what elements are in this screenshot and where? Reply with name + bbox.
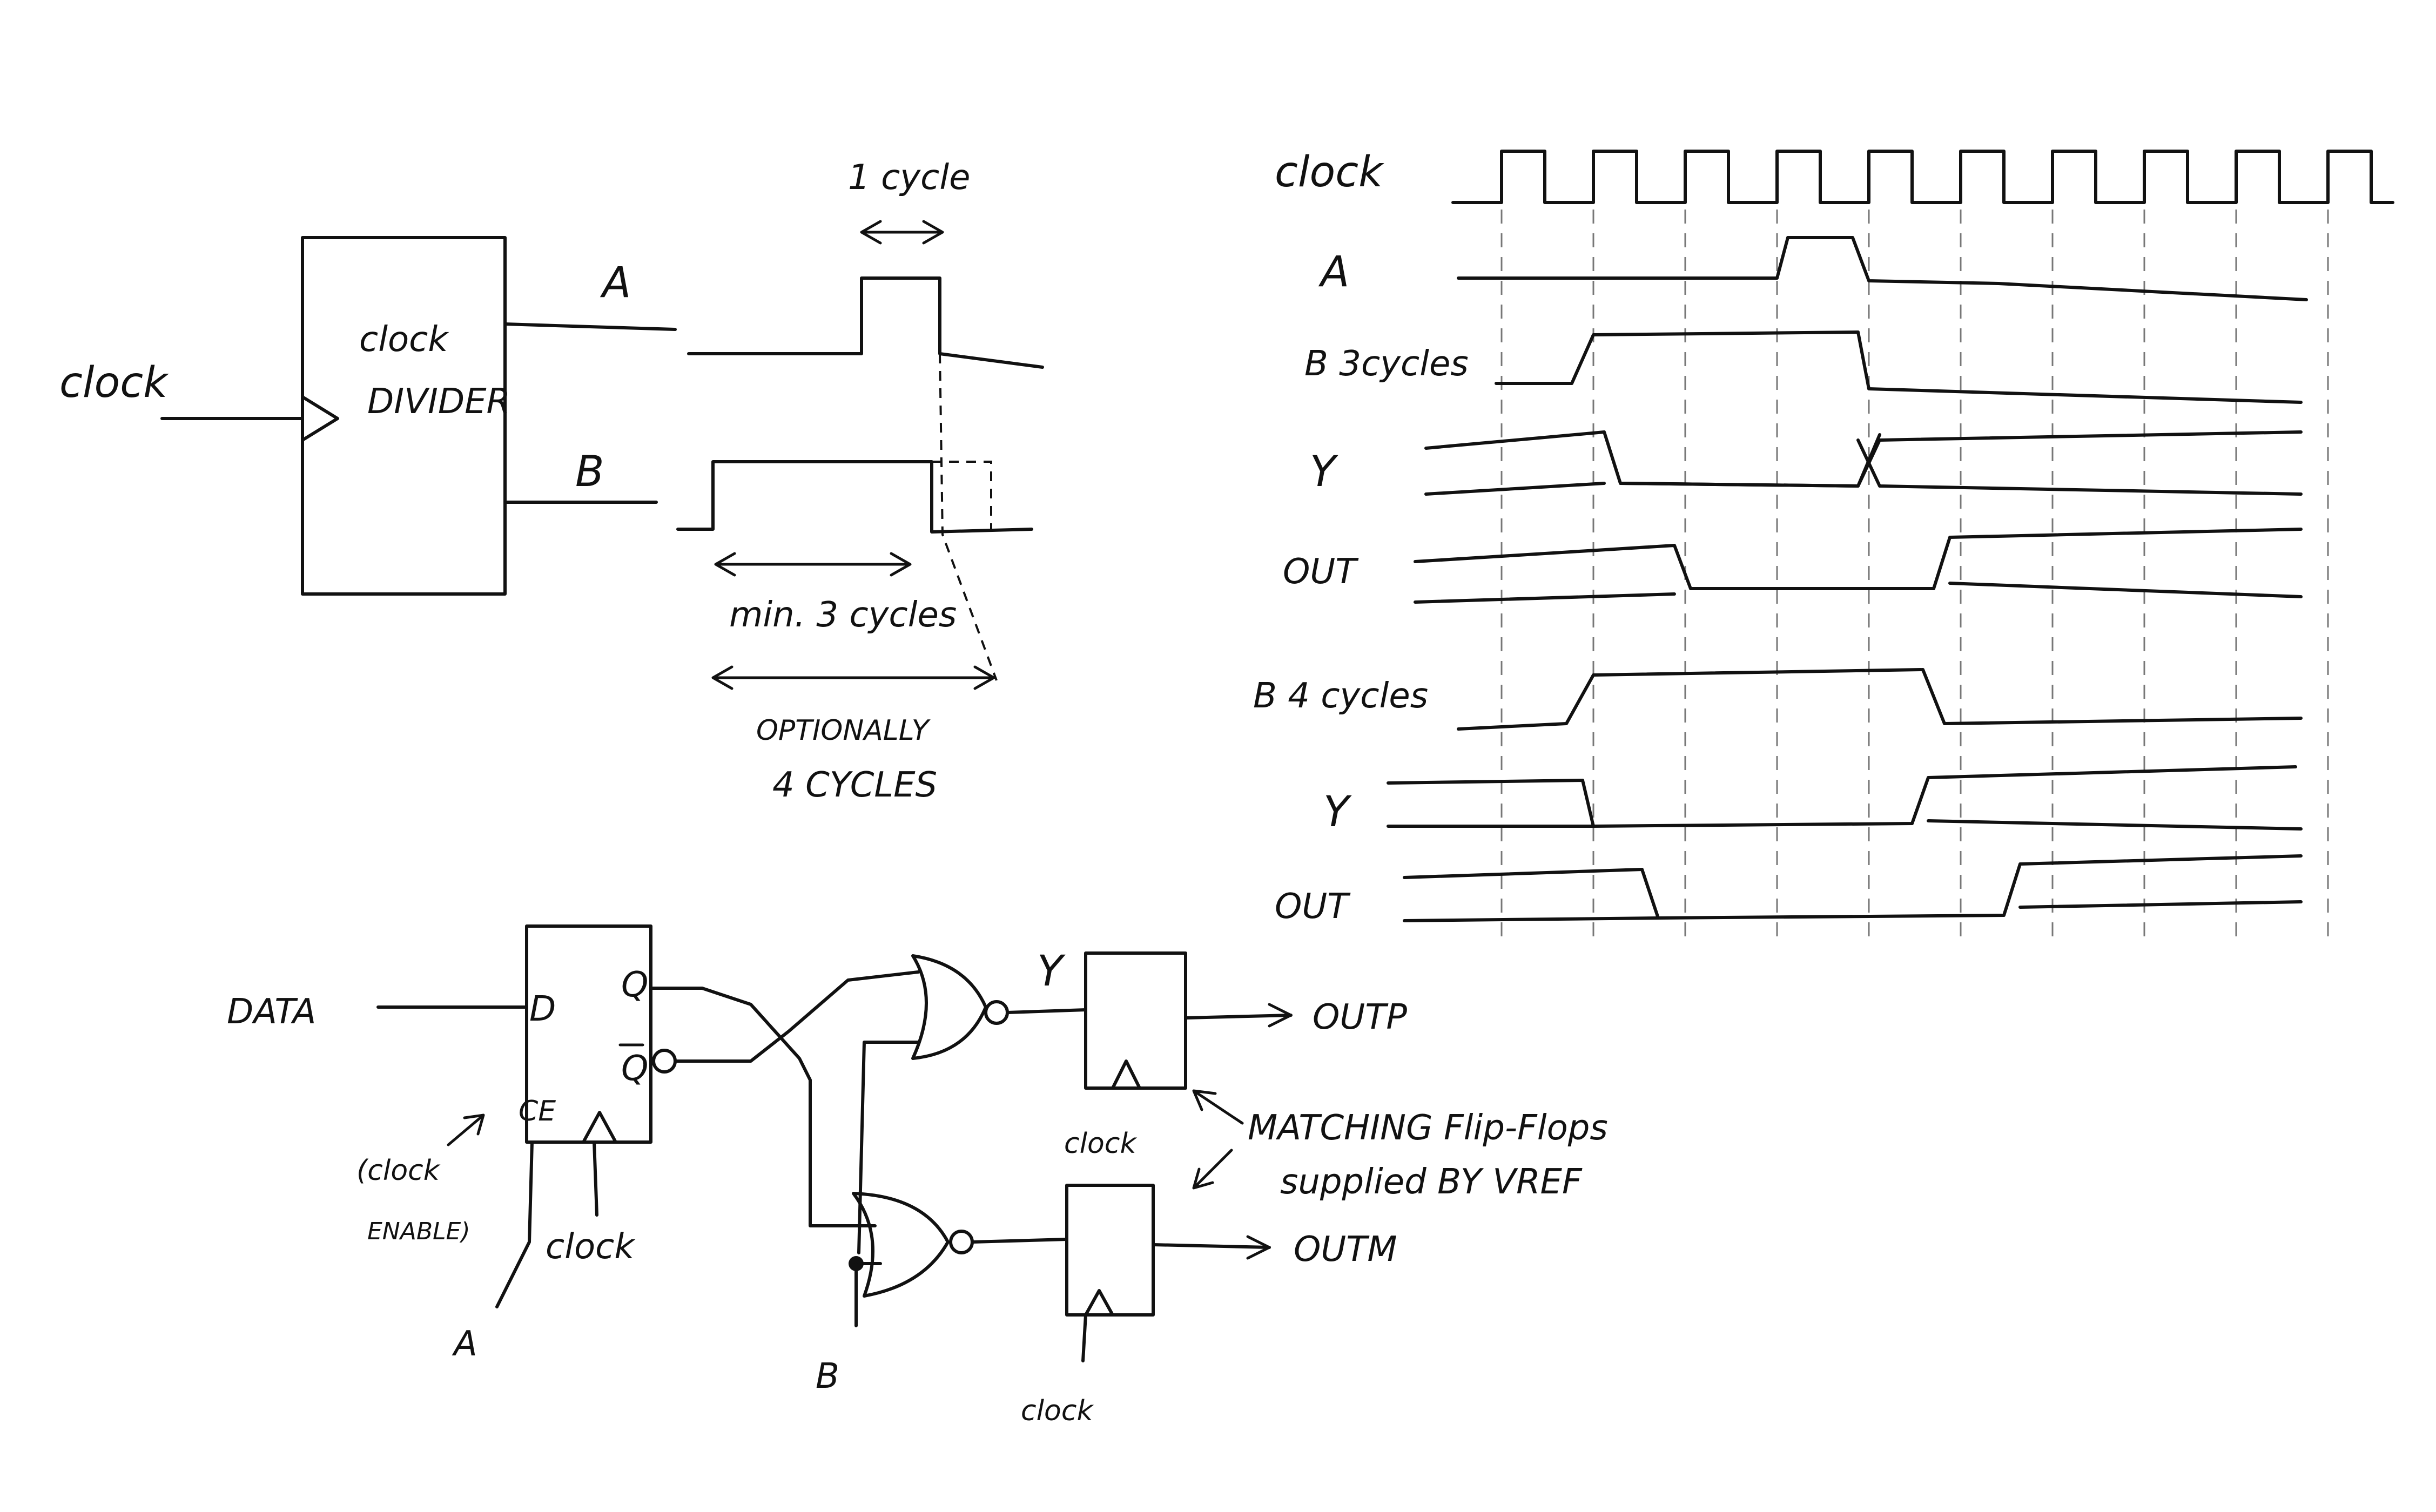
timing-out2-waveform-a [1403, 854, 2303, 920]
timing-out1-label: OUT [1283, 552, 1359, 592]
timing-clock-label: clock [1275, 148, 1384, 197]
ce-input-wire [495, 1140, 534, 1308]
divider-output-a-wire [503, 322, 677, 331]
timing-clock-waveform [1451, 150, 2394, 204]
outm-arrow-icon [1246, 1235, 1271, 1260]
one-cycle-arrow [860, 220, 944, 245]
lower-nor-bubble [949, 1230, 974, 1254]
d-flip-flop [525, 924, 652, 1144]
upper-nor-gate [911, 954, 987, 1060]
timing-out1-waveform-b [1414, 582, 2303, 604]
timing-b3-waveform [1495, 330, 2303, 404]
qbar-wire [674, 970, 920, 1063]
timing-y1-waveform-low [1424, 433, 1881, 496]
lower-nor-gate [852, 1192, 950, 1298]
divider-dashed-guide [939, 353, 998, 681]
optional-label-line1: OPTIONALLY [756, 714, 931, 747]
timing-out1-waveform-a [1414, 528, 2303, 590]
divider-block-label-line2: DIVIDER [367, 382, 510, 422]
circuit-data-label: DATA [227, 992, 316, 1032]
matching-note-line2: supplied BY VREF [1280, 1162, 1583, 1202]
timing-y1-waveform-high [1424, 430, 2303, 488]
one-cycle-label: 1 cycle [848, 158, 970, 198]
timing-y1-crossover [1856, 438, 2303, 496]
divider-block-label-line1: clock [359, 320, 449, 360]
divider-output-a-label: A [600, 259, 631, 307]
ffm-clock-label: clock [1021, 1395, 1094, 1427]
ffm-clock-triangle-icon [1084, 1289, 1114, 1317]
timing-a-waveform [1457, 236, 2308, 301]
timing-y2-waveform-a [1387, 765, 2297, 828]
outp-label: OUTP [1313, 997, 1407, 1037]
ff-clock-input-wire [593, 1140, 598, 1217]
clock-divider-block [301, 236, 507, 596]
y-wire [1006, 1008, 1087, 1014]
divider-b-waveform [676, 460, 1033, 534]
timing-b4-label: B 4 cycles [1253, 676, 1428, 716]
outm-label: OUTM [1294, 1230, 1397, 1270]
qbar-inverter-bubble [652, 1049, 677, 1074]
output-flip-flop-p [1084, 951, 1187, 1090]
timing-y2-label: Y [1323, 788, 1352, 836]
ffm-clock-input-wire [1081, 1313, 1087, 1362]
ff-clock-label: clock [546, 1227, 636, 1267]
divider-clock-input-label: clock [59, 359, 169, 407]
timing-grid [1500, 162, 2329, 940]
ff-clock-triangle-icon [582, 1111, 617, 1144]
q-wire [649, 987, 877, 1227]
b-input-label: B [816, 1356, 839, 1396]
clock-divider-section: clock clock DIVIDER A B 1 cycle min. 3 c… [59, 158, 1044, 805]
output-flip-flop-m [1065, 1184, 1155, 1317]
timing-out2-label: OUT [1275, 887, 1351, 927]
upper-nor-bubble [984, 1000, 1009, 1025]
lower-nor-output-wire [971, 1238, 1068, 1244]
outp-wire [1184, 1014, 1293, 1020]
divider-b-optional-extension [932, 461, 992, 532]
divider-output-b-label: B [575, 448, 604, 496]
ffp-clock-label: clock [1064, 1128, 1137, 1160]
timing-y2-waveform-b [1387, 819, 2303, 831]
ffp-clock-triangle-icon [1111, 1059, 1141, 1090]
note-arrow-to-ffp [1192, 1089, 1244, 1125]
outm-wire [1152, 1243, 1271, 1249]
circuit-section: DATA D Q Q CE (clock ENABLE) A clock Y [227, 924, 1608, 1427]
clock-input-triangle-icon [301, 395, 339, 442]
divider-a-waveform [687, 276, 1044, 369]
timing-b3-label: B 3cycles [1304, 344, 1469, 384]
timing-diagram: clock A B 3cycles Y OUT B 4 cycles Y OUT [1253, 148, 2394, 940]
optional-cycles-arrow [711, 665, 995, 690]
timing-a-label: A [1318, 248, 1349, 296]
outp-arrow-icon [1268, 1003, 1293, 1028]
timing-out2-waveform-b [1403, 900, 2303, 922]
timing-b4-waveform [1457, 668, 2303, 731]
optional-label-line2: 4 CYCLES [772, 765, 937, 805]
min-cycles-label: min. 3 cycles [729, 595, 957, 635]
matching-note-line1: MATCHING Flip-Flops [1248, 1108, 1608, 1148]
y-net-label: Y [1037, 947, 1066, 996]
timing-y1-label: Y [1310, 448, 1338, 496]
qbar-pin-label: Q [621, 1049, 648, 1089]
ce-note-line2: ENABLE) [367, 1218, 470, 1245]
ce-note-line1: (clock [356, 1155, 441, 1187]
min-cycles-arrow [714, 552, 912, 577]
q-pin-label: Q [621, 965, 648, 1005]
d-pin-label: D [529, 989, 556, 1029]
ce-pin-label: CE [519, 1095, 556, 1128]
b-to-upper-nor-wire [857, 1041, 920, 1254]
note-arrow-to-ffm [1192, 1149, 1233, 1190]
ce-note-arrow [447, 1113, 485, 1146]
ce-input-a-label: A [452, 1324, 477, 1364]
